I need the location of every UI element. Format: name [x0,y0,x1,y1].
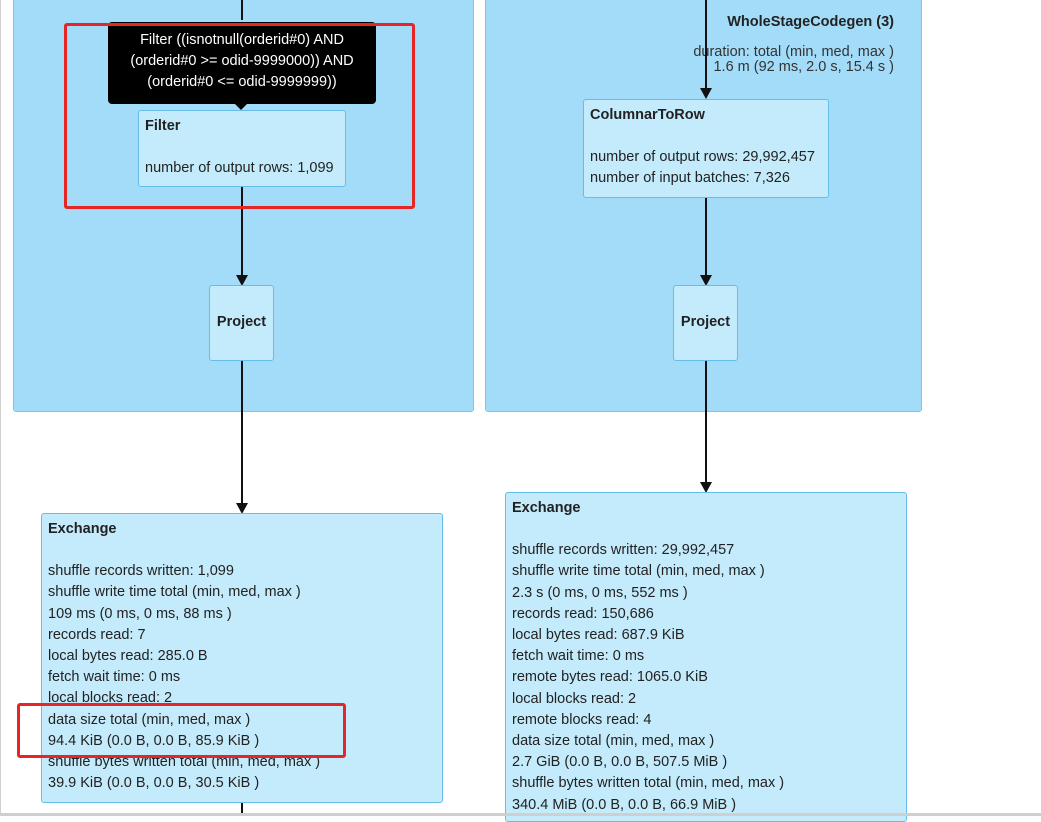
tooltip-line: (orderid#0 <= odid-9999999)) [147,74,337,90]
edge-into-filter [241,0,243,20]
node-metric: fetch wait time: 0 ms [48,669,181,686]
cluster-duration-line1: duration: total (min, med, max ) [693,44,894,60]
node-metric: fetch wait time: 0 ms [512,648,645,665]
node-metric: shuffle records written: 29,992,457 [512,542,735,559]
tooltip-line: (orderid#0 >= odid-9999000)) AND [130,53,354,69]
project-node-right[interactable]: Project [673,285,738,361]
edge-project-to-exchange [241,361,243,503]
node-metric: 340.4 MiB (0.0 B, 0.0 B, 66.9 MiB ) [512,796,737,813]
node-title: ColumnarToRow [590,107,705,123]
node-metric: records read: 150,686 [512,605,654,622]
node-metric: local bytes read: 687.9 KiB [512,627,685,644]
tooltip-pointer [235,104,247,110]
node-metric: shuffle write time total (min, med, max … [512,563,765,580]
node-metric: remote bytes read: 1065.0 KiB [512,669,708,686]
node-metric: 39.9 KiB (0.0 B, 0.0 B, 30.5 KiB ) [48,775,260,792]
node-metric: data size total (min, med, max ) [512,733,715,750]
node-metric: number of output rows: 29,992,457 [590,149,815,166]
node-metric: data size total (min, med, max ) [48,711,251,728]
edge-project-to-exchange-right [705,361,707,482]
columnar-to-row-node[interactable]: ColumnarToRow number of output rows: 29,… [583,99,829,198]
exchange-node-right[interactable]: Exchange shuffle records written: 29,992… [505,492,907,822]
node-metric: shuffle records written: 1,099 [48,563,234,580]
arrow-head [700,275,712,286]
arrow-head [700,88,712,99]
node-metric: 109 ms (0 ms, 0 ms, 88 ms ) [48,605,232,622]
node-title: Exchange [48,521,117,537]
arrow-head [700,482,712,493]
node-metric: number of input batches: 7,326 [590,170,790,187]
node-metric: local blocks read: 2 [48,690,173,707]
node-metric: 94.4 KiB (0.0 B, 0.0 B, 85.9 KiB ) [48,732,260,749]
bottom-edge [0,813,1041,816]
cluster-label: WholeStageCodegen (3) [727,14,894,30]
node-metric: shuffle bytes written total (min, med, m… [512,775,785,792]
edge-exchange-left-out [241,802,243,816]
arrow-head [236,275,248,286]
cluster-duration-metric: duration: total (min, med, max ) 1.6 m (… [693,45,894,75]
node-metric: shuffle write time total (min, med, max … [48,584,301,601]
arrow-head [236,503,248,514]
node-title: Exchange [512,500,581,516]
project-node-left[interactable]: Project [209,285,274,361]
node-metric: number of output rows: 1,099 [145,160,334,177]
filter-tooltip: Filter ((isnotnull(orderid#0) AND (order… [108,22,376,110]
node-metric: local bytes read: 285.0 B [48,648,208,665]
node-metric: 2.3 s (0 ms, 0 ms, 552 ms ) [512,584,688,601]
exchange-node-left[interactable]: Exchange shuffle records written: 1,099 … [41,513,443,803]
node-metric: 2.7 GiB (0.0 B, 0.0 B, 507.5 MiB ) [512,754,728,771]
node-title: Project [216,314,267,331]
edge-columnar-to-project [705,197,707,275]
edge-filter-to-project [241,186,243,275]
node-metric: shuffle bytes written total (min, med, m… [48,754,321,771]
node-title: Filter [145,118,181,134]
node-metric: records read: 7 [48,626,146,643]
node-title: Project [680,314,731,331]
highlight-box-data-size [17,703,346,758]
highlight-box-filter [64,23,415,209]
page-left-border [0,0,1,816]
node-metric: remote blocks read: 4 [512,711,652,728]
tooltip-line: Filter ((isnotnull(orderid#0) AND [140,32,344,48]
cluster-duration-line2: 1.6 m (92 ms, 2.0 s, 15.4 s ) [713,59,894,75]
filter-node[interactable]: Filter number of output rows: 1,099 [138,110,346,187]
node-metric: local blocks read: 2 [512,690,637,707]
edge-into-columnar [705,0,707,88]
